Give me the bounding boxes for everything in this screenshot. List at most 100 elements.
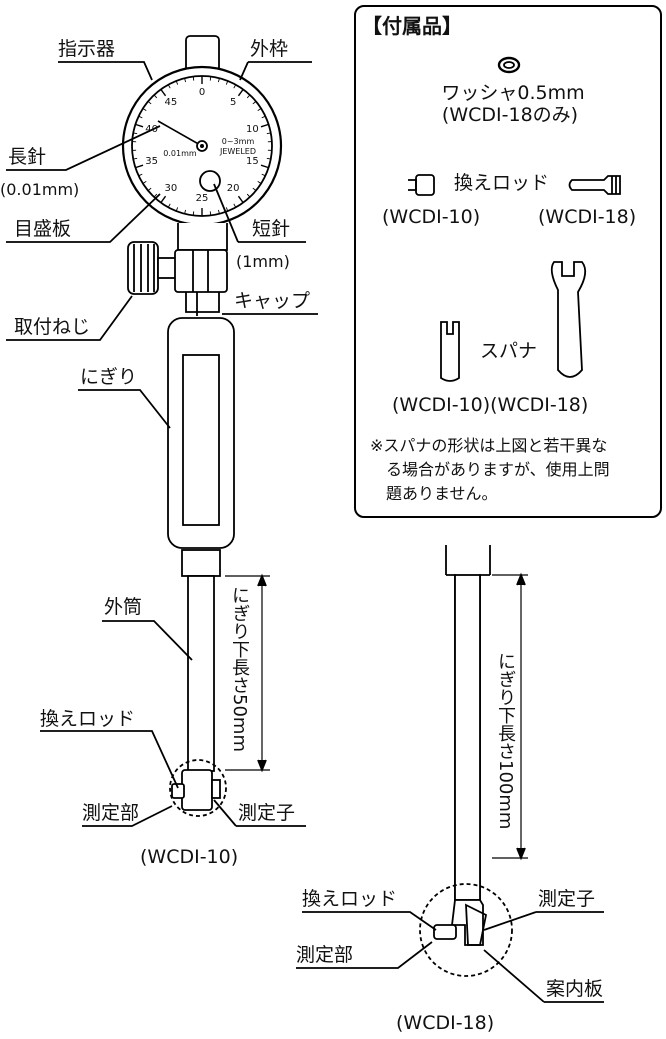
dial-tick xyxy=(175,207,179,212)
label-measuring-part-right: 測定部 xyxy=(296,944,354,966)
dial-tick xyxy=(237,195,244,204)
spanner-b-icon xyxy=(550,261,587,378)
dial-number: 25 xyxy=(195,193,209,204)
label-grip-length-50: にぎり下長さ50mm xyxy=(229,586,250,752)
dial-tick xyxy=(184,209,187,214)
dial-tick xyxy=(167,84,171,89)
dial-tick xyxy=(160,195,167,204)
short-needle-subdial xyxy=(199,170,221,192)
dial-tick xyxy=(246,193,251,198)
dial-tick xyxy=(175,80,179,85)
label-contact-left: 測定子 xyxy=(238,802,296,824)
dial-ticks xyxy=(132,76,272,216)
label-short-needle: 短針 xyxy=(252,218,291,240)
label-cap: キャップ xyxy=(234,290,311,312)
dial-number: 0 xyxy=(198,87,206,98)
label-guide-plate: 案内板 xyxy=(546,978,604,1000)
rod-model-a: (WCDI-10) xyxy=(382,206,481,228)
dial-tick xyxy=(252,187,257,191)
rod-label: 換えロッド xyxy=(454,172,550,194)
dial-tick xyxy=(142,108,147,112)
label-measuring-part-left: 測定部 xyxy=(82,802,140,824)
label-model-right: (WCDI-18) xyxy=(396,1012,495,1034)
label-rod-right: 換えロッド xyxy=(302,888,398,910)
dial-tick xyxy=(160,88,167,97)
dial-tick xyxy=(257,180,262,184)
dial-tick xyxy=(252,101,257,105)
label-model-left: (WCDI-10) xyxy=(140,846,239,868)
dial-tick xyxy=(225,80,229,85)
dial-tick xyxy=(153,193,158,198)
dial-tick xyxy=(192,211,195,216)
dial-resolution: 0.01mm xyxy=(163,149,197,158)
washer-icon xyxy=(497,56,521,74)
label-clamp-screw: 取付ねじ xyxy=(14,316,91,338)
dial-tick xyxy=(217,209,220,214)
spanner-a-icon xyxy=(440,321,460,382)
rod-model-b: (WCDI-18) xyxy=(538,206,637,228)
label-grip-length-100: にぎり下長さ100mm xyxy=(495,652,516,830)
right-rod-tip xyxy=(433,924,457,940)
grip-body xyxy=(167,317,235,549)
dial-tick xyxy=(138,173,143,177)
dial-spec-1: 0~3mm xyxy=(221,137,255,146)
dial-bracket xyxy=(177,223,228,251)
accessories-title: 【付属品】 xyxy=(362,14,462,38)
label-dial: 目盛板 xyxy=(14,218,72,240)
long-needle-mark xyxy=(157,120,203,147)
right-tube-body xyxy=(454,574,481,901)
dial-tick xyxy=(147,101,152,105)
dial-number: 10 xyxy=(246,123,259,135)
dial-tick xyxy=(261,173,266,177)
dial-tick xyxy=(153,94,158,99)
spanner-label: スパナ xyxy=(480,340,538,362)
measuring-part-circle xyxy=(169,759,227,817)
note-line-3: 題ありません。 xyxy=(386,484,498,503)
dial-tick xyxy=(225,207,229,212)
label-long-needle-unit: (0.01mm) xyxy=(0,180,80,199)
dial-tick xyxy=(261,115,266,119)
head-body xyxy=(181,769,213,811)
label-indicator: 指示器 xyxy=(58,38,116,60)
dial-tick xyxy=(147,187,152,191)
dial-tick xyxy=(135,123,144,128)
dial-tick xyxy=(209,76,212,81)
dial-number: 30 xyxy=(164,182,178,194)
spanner-models: (WCDI-10)(WCDI-18) xyxy=(392,394,589,416)
dial-tick xyxy=(246,94,251,99)
dial-number: 20 xyxy=(226,182,240,194)
guide-plate xyxy=(465,903,488,946)
right-measuring-circle xyxy=(419,883,513,977)
dial-tick xyxy=(133,132,138,135)
label-outer-tube: 外筒 xyxy=(104,596,143,618)
dial-number: 5 xyxy=(229,97,237,109)
dial-tick xyxy=(233,84,237,89)
dial-tick xyxy=(266,132,271,135)
note-line-2: る場合がありますが、使用上問 xyxy=(386,460,610,479)
dial-tick xyxy=(266,157,271,160)
dial-spec-2: JEWELED xyxy=(219,147,257,156)
label-contact-right: 測定子 xyxy=(538,888,596,910)
label-frame: 外枠 xyxy=(250,38,289,60)
note-line-1: ※スパナの形状は上図と若干異な xyxy=(370,436,608,455)
rod-tip xyxy=(171,783,185,799)
label-short-needle-unit: (1mm) xyxy=(236,252,290,271)
dial-number: 15 xyxy=(246,156,259,168)
dial-tick xyxy=(260,123,269,128)
dial-number: 40 xyxy=(145,123,158,135)
label-long-needle: 長針 xyxy=(8,146,47,168)
rod-b-icon xyxy=(568,175,621,195)
dial-tick xyxy=(260,164,269,169)
dial-tick xyxy=(217,78,220,83)
dial-tick xyxy=(233,203,237,208)
dial-tick xyxy=(138,115,143,119)
grip-window xyxy=(182,354,220,526)
dial-tick xyxy=(237,88,244,97)
accessories-box xyxy=(354,5,662,518)
washer-note: (WCDI-18のみ) xyxy=(441,104,579,126)
dial-tick xyxy=(209,211,212,216)
dial-tick xyxy=(142,180,147,184)
dial-tick xyxy=(192,76,195,81)
